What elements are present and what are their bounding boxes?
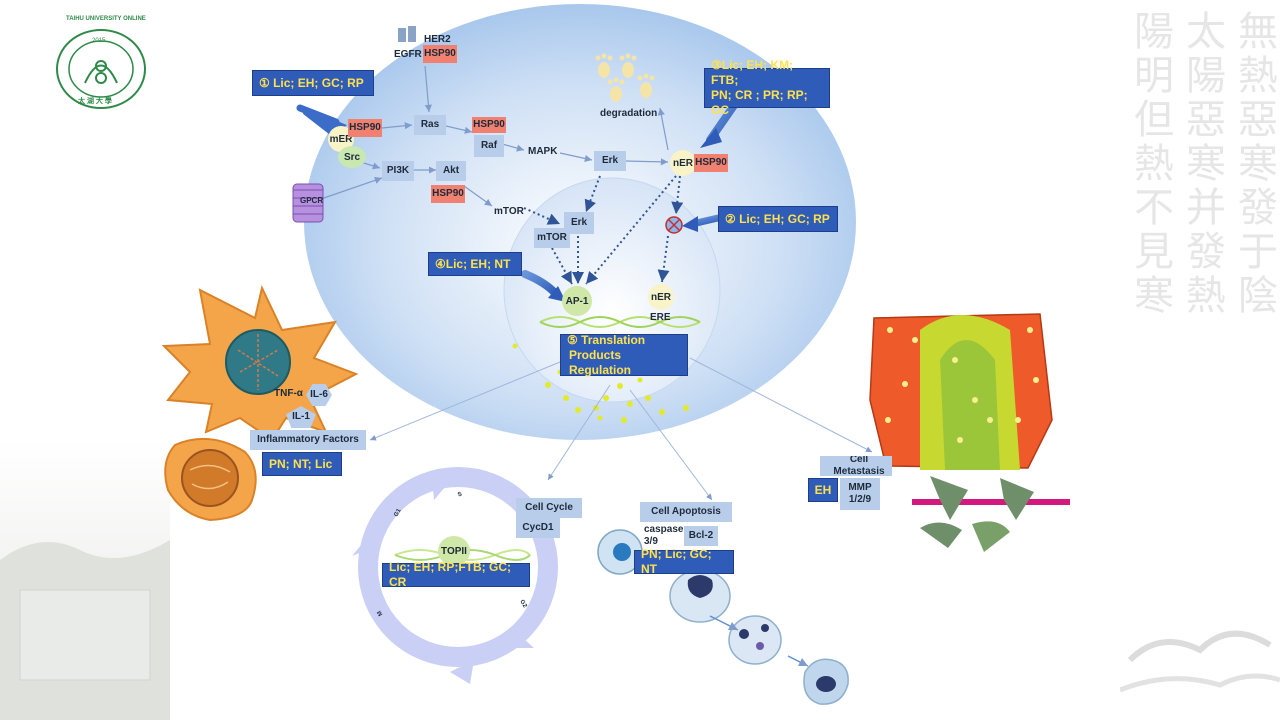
gpcr-label: GPCR — [300, 196, 324, 205]
calligraphy-col-2: 太陽惡寒并發熱 — [1179, 10, 1225, 318]
tnf-alpha-label: TNF-α — [274, 388, 303, 399]
pi3k-node: PI3K — [382, 161, 414, 181]
logo-ring-text: TAIHU UNIVERSITY ONLINE — [66, 16, 146, 22]
mtor-node-nucleus: mTOR — [534, 228, 570, 248]
cell-cycle-label: Cell Cycle — [516, 498, 582, 518]
calligraphy-watermark: 無熱惡寒發于陰 太陽惡寒并發熱 陽明但熱不見寒 — [1115, 0, 1280, 480]
erk-node-nucleus: Erk — [564, 212, 594, 234]
akt-node: Akt — [436, 161, 466, 181]
drug-box-5: ⑤ Translation Products Regulation — [560, 332, 688, 377]
macrophage-cell — [161, 284, 359, 442]
calligraphy-col-3: 陽明但熱不見寒 — [1127, 10, 1173, 318]
apoptosis-drug-box: PN; Lic; GC; NT — [634, 547, 734, 576]
inflammatory-factors-label: Inflammatory Factors — [250, 430, 366, 450]
caspase-label: caspase 3/9 — [644, 524, 684, 547]
bottom-left-scenery — [0, 440, 170, 720]
cell-cycle-ring — [352, 467, 558, 684]
drug-box-4: ④Lic; EH; NT — [428, 252, 522, 276]
ap1-node: AP-1 — [562, 286, 592, 316]
hsp90-mer: HSP90 — [348, 119, 382, 137]
cell-cycle-drug-box: Lic; EH; RP;FTB; GC; CR — [382, 560, 530, 589]
degradation-label: degradation — [600, 108, 658, 119]
hsp90-egfr: HSP90 — [423, 45, 457, 63]
leukocyte-cell — [164, 437, 257, 522]
drug-box-3: ③Lic; EH; KM; FTB; PN; CR ; PR; RP; GC — [704, 58, 830, 117]
tumor-metastasis — [869, 313, 1070, 552]
mapk-label: MAPK — [528, 146, 558, 157]
mmp-node: MMP 1/2/9 — [840, 478, 880, 510]
raf-node: Raf — [474, 135, 504, 157]
topii-node: TOPII — [438, 536, 470, 566]
ner-node-nucleus: nER — [648, 284, 674, 310]
drug-box-2: ② Lic; EH; GC; RP — [718, 206, 838, 232]
drug-box-1: ① Lic; EH; GC; RP — [252, 70, 374, 96]
her2-label: HER2 — [424, 34, 451, 45]
bottom-right-clouds — [1120, 630, 1280, 693]
bcl2-node: Bcl-2 — [684, 526, 718, 546]
hsp90-ner: HSP90 — [694, 154, 728, 172]
ner-node-cytoplasm: nER — [670, 150, 696, 176]
drug-box-3-line-1: ③Lic; EH; KM; FTB; — [711, 58, 794, 87]
mtor-label-cytoplasm: mTOR — [494, 206, 524, 217]
logo-bottom-text: 太 湖 大 學 — [78, 98, 112, 105]
hsp90-raf: HSP90 — [472, 117, 506, 133]
cell-metastasis-label: Cell Metastasis — [820, 456, 892, 476]
calligraphy-col-1: 無熱惡寒發于陰 — [1231, 10, 1277, 318]
cell-apoptosis-label: Cell Apoptosis — [640, 502, 732, 522]
inflammation-drug-box: PN; NT; Lic — [262, 452, 342, 476]
drug-box-5-line-2: Products Regulation — [569, 347, 631, 377]
drug-box-3-line-2: PN; CR ; PR; RP; GC — [711, 88, 808, 117]
src-node: Src — [338, 146, 366, 168]
cycd1-node: CycD1 — [516, 518, 560, 538]
hsp90-akt: HSP90 — [431, 185, 465, 203]
apoptosis-cells — [597, 529, 849, 705]
gpcr-receptor — [292, 183, 324, 223]
il1-node: IL-1 — [286, 406, 316, 428]
ere-label: ERE — [650, 312, 671, 323]
ras-node: Ras — [414, 115, 446, 135]
egfr-label: EGFR — [394, 49, 422, 60]
logo-year: 2015 — [92, 38, 106, 44]
erk-node-cytoplasm: Erk — [594, 151, 626, 171]
university-logo — [56, 29, 146, 109]
il6-node: IL-6 — [306, 384, 332, 406]
her2-receptor-icon — [398, 26, 416, 42]
drug-box-5-line-1: ⑤ Translation — [567, 332, 646, 347]
metastasis-drug-box: EH — [808, 478, 838, 502]
